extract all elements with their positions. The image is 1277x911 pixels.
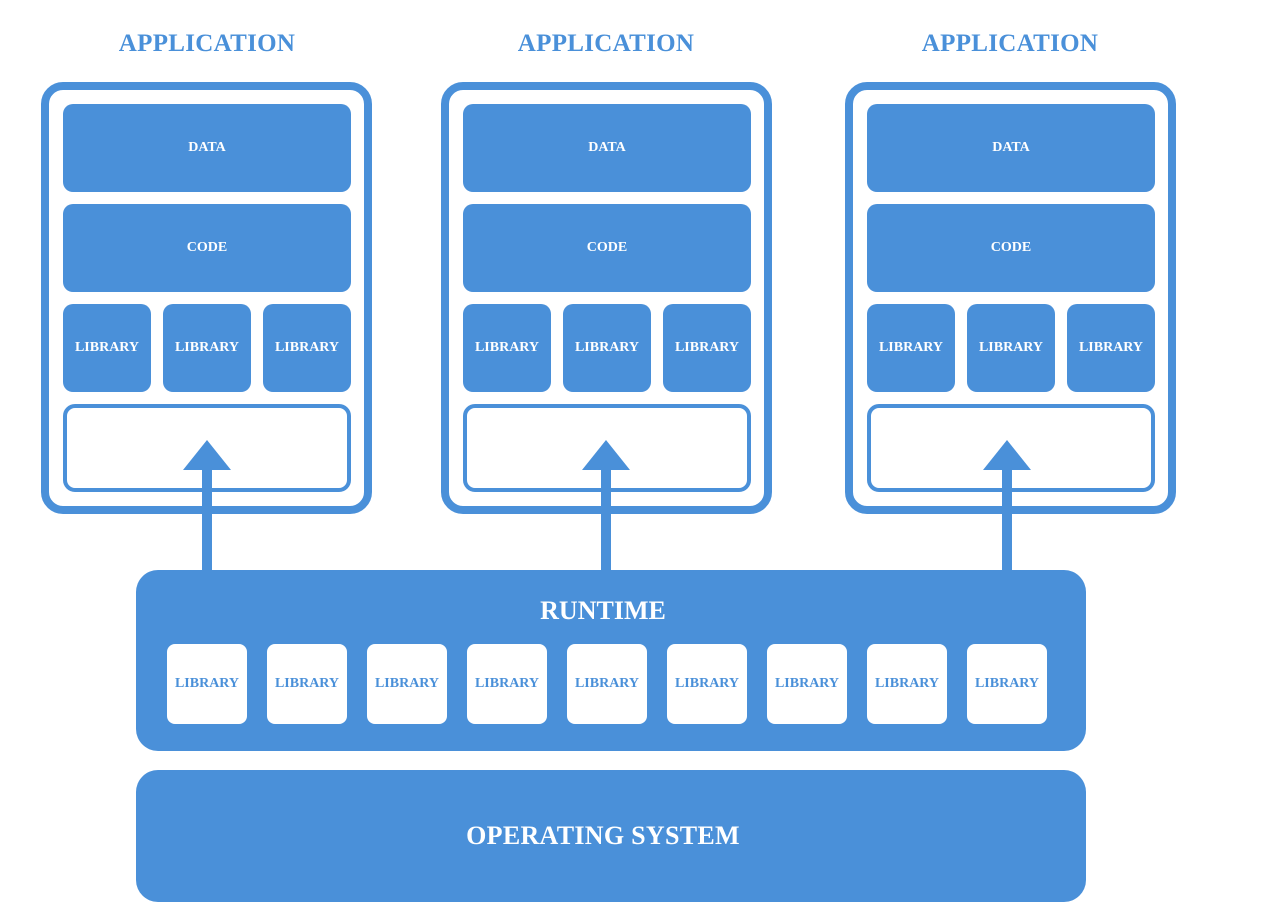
runtime-library: LIBRARY bbox=[467, 644, 547, 724]
library-block: LIBRARY bbox=[1067, 304, 1155, 392]
operating-system-label: OPERATING SYSTEM bbox=[466, 821, 740, 850]
runtime-library: LIBRARY bbox=[867, 644, 947, 724]
runtime-library: LIBRARY bbox=[267, 644, 347, 724]
application-container: DATA CODE LIBRARY LIBRARY LIBRARY bbox=[441, 82, 772, 514]
application-title: APPLICATION bbox=[921, 30, 1099, 57]
runtime-library: LIBRARY bbox=[367, 644, 447, 724]
code-block: CODE bbox=[463, 204, 751, 292]
library-block: LIBRARY bbox=[867, 304, 955, 392]
up-arrow-icon bbox=[582, 440, 630, 575]
data-block: DATA bbox=[63, 104, 351, 192]
library-block: LIBRARY bbox=[663, 304, 751, 392]
library-block: LIBRARY bbox=[967, 304, 1055, 392]
runtime-library: LIBRARY bbox=[167, 644, 247, 724]
code-block: CODE bbox=[867, 204, 1155, 292]
operating-system-panel: OPERATING SYSTEM bbox=[136, 770, 1086, 902]
runtime-library: LIBRARY bbox=[967, 644, 1047, 724]
application-title: APPLICATION bbox=[517, 30, 695, 57]
runtime-library: LIBRARY bbox=[567, 644, 647, 724]
runtime-title: RUNTIME bbox=[540, 596, 666, 625]
up-arrow-icon bbox=[983, 440, 1031, 575]
application-container: DATA CODE LIBRARY LIBRARY LIBRARY bbox=[41, 82, 372, 514]
library-block: LIBRARY bbox=[263, 304, 351, 392]
application-title: APPLICATION bbox=[118, 30, 296, 57]
data-block: DATA bbox=[463, 104, 751, 192]
library-block: LIBRARY bbox=[63, 304, 151, 392]
library-block: LIBRARY bbox=[463, 304, 551, 392]
library-block: LIBRARY bbox=[563, 304, 651, 392]
library-block: LIBRARY bbox=[163, 304, 251, 392]
code-block: CODE bbox=[63, 204, 351, 292]
runtime-panel: RUNTIME LIBRARY LIBRARY LIBRARY LIBRARY … bbox=[136, 570, 1086, 751]
data-block: DATA bbox=[867, 104, 1155, 192]
runtime-library: LIBRARY bbox=[767, 644, 847, 724]
up-arrow-icon bbox=[183, 440, 231, 575]
application-container: DATA CODE LIBRARY LIBRARY LIBRARY bbox=[845, 82, 1176, 514]
runtime-library: LIBRARY bbox=[667, 644, 747, 724]
